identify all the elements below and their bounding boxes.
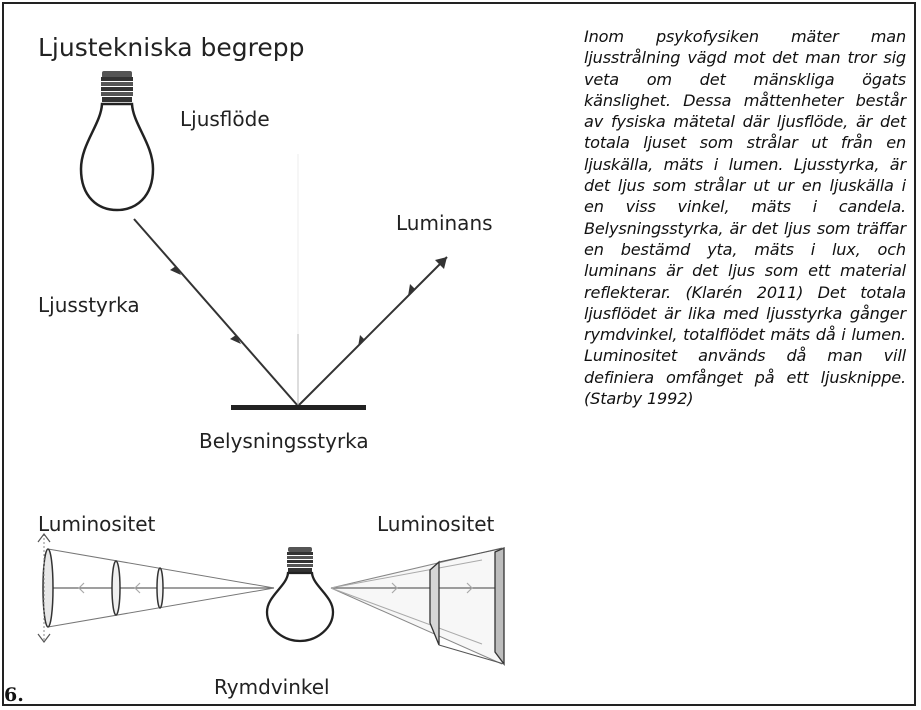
- label-ljusflode: Ljusflöde: [180, 107, 270, 131]
- label-luminositet-left: Luminositet: [38, 512, 156, 536]
- bottom-light-bulb-icon: [265, 547, 335, 643]
- reflection-rays: [133, 154, 448, 407]
- figure-number: 6.: [4, 684, 24, 706]
- right-light-prism: [330, 546, 505, 666]
- diagram-title: Ljustekniska begrepp: [38, 33, 305, 62]
- label-luminositet-right: Luminositet: [377, 512, 495, 536]
- reflecting-surface: [231, 405, 366, 410]
- ray-arrow-icons: [170, 257, 447, 347]
- label-rymdvinkel: Rymdvinkel: [214, 675, 330, 699]
- label-ljusstyrka: Ljusstyrka: [38, 293, 140, 317]
- light-concepts-diagram: Ljustekniska begrepp Ljusflöde L: [37, 33, 505, 699]
- left-light-cone: [37, 533, 275, 643]
- label-luminans: Luminans: [396, 211, 493, 235]
- caption-text: Inom psykofysiken mäter man ljusstrålnin…: [584, 27, 906, 409]
- label-belysningsstyrka: Belysningsstyrka: [199, 429, 369, 453]
- light-bulb-icon: [79, 71, 155, 212]
